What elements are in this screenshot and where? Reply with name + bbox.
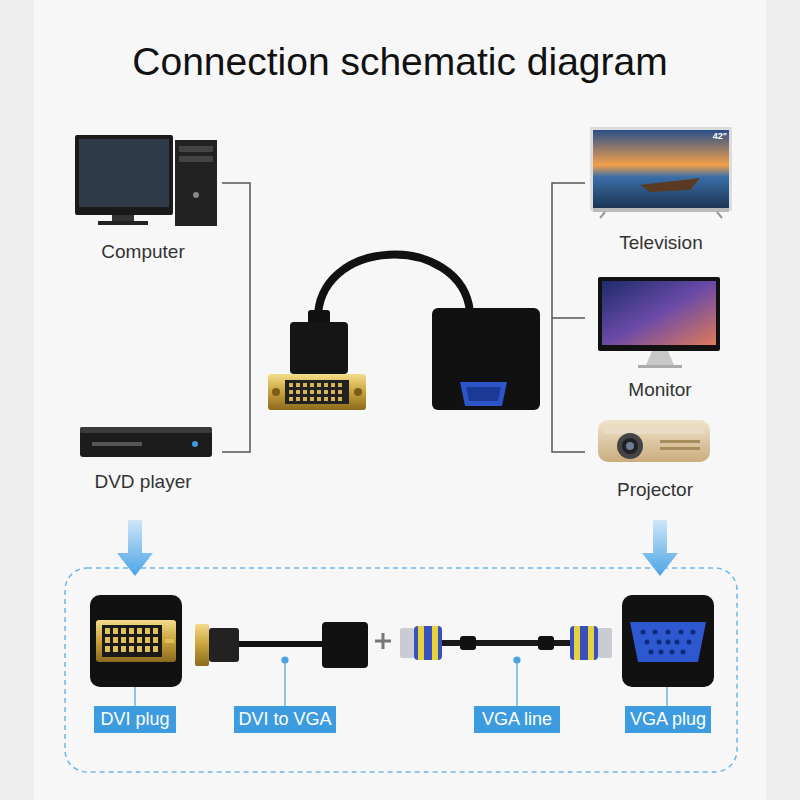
bracket-line — [552, 183, 585, 452]
device-caption: Projector — [617, 479, 693, 501]
label-text: VGA line — [482, 709, 552, 730]
dvi-plug-icon — [90, 595, 182, 687]
diagram-title: Connection schematic diagram — [132, 40, 667, 84]
dvi-vga-adapter — [268, 255, 540, 410]
bracket-line — [222, 183, 250, 452]
screen-size-label: 42" — [713, 131, 727, 141]
vga-cable-icon — [400, 626, 612, 660]
device-caption: Computer — [101, 241, 184, 263]
dvd-player-icon — [80, 427, 212, 457]
plus-sign — [375, 633, 391, 649]
dashed-frame — [65, 568, 737, 772]
leader-lines — [135, 657, 667, 706]
dvi-to-vga-icon — [195, 622, 368, 668]
label-box: DVI to VGA — [234, 706, 336, 733]
device-caption: Television — [619, 232, 702, 254]
television-icon — [590, 127, 732, 218]
projector-icon — [598, 420, 710, 462]
label-box: VGA plug — [625, 706, 711, 733]
monitor-icon — [598, 277, 720, 368]
device-caption: Monitor — [628, 379, 691, 401]
label-box: DVI plug — [94, 706, 176, 733]
vga-plug-icon — [622, 595, 714, 687]
label-box: VGA line — [474, 706, 560, 733]
label-text: VGA plug — [630, 709, 706, 730]
label-text: DVI to VGA — [238, 709, 331, 730]
device-caption: DVD player — [94, 471, 191, 493]
computer-icon — [75, 135, 217, 226]
label-text: DVI plug — [100, 709, 169, 730]
